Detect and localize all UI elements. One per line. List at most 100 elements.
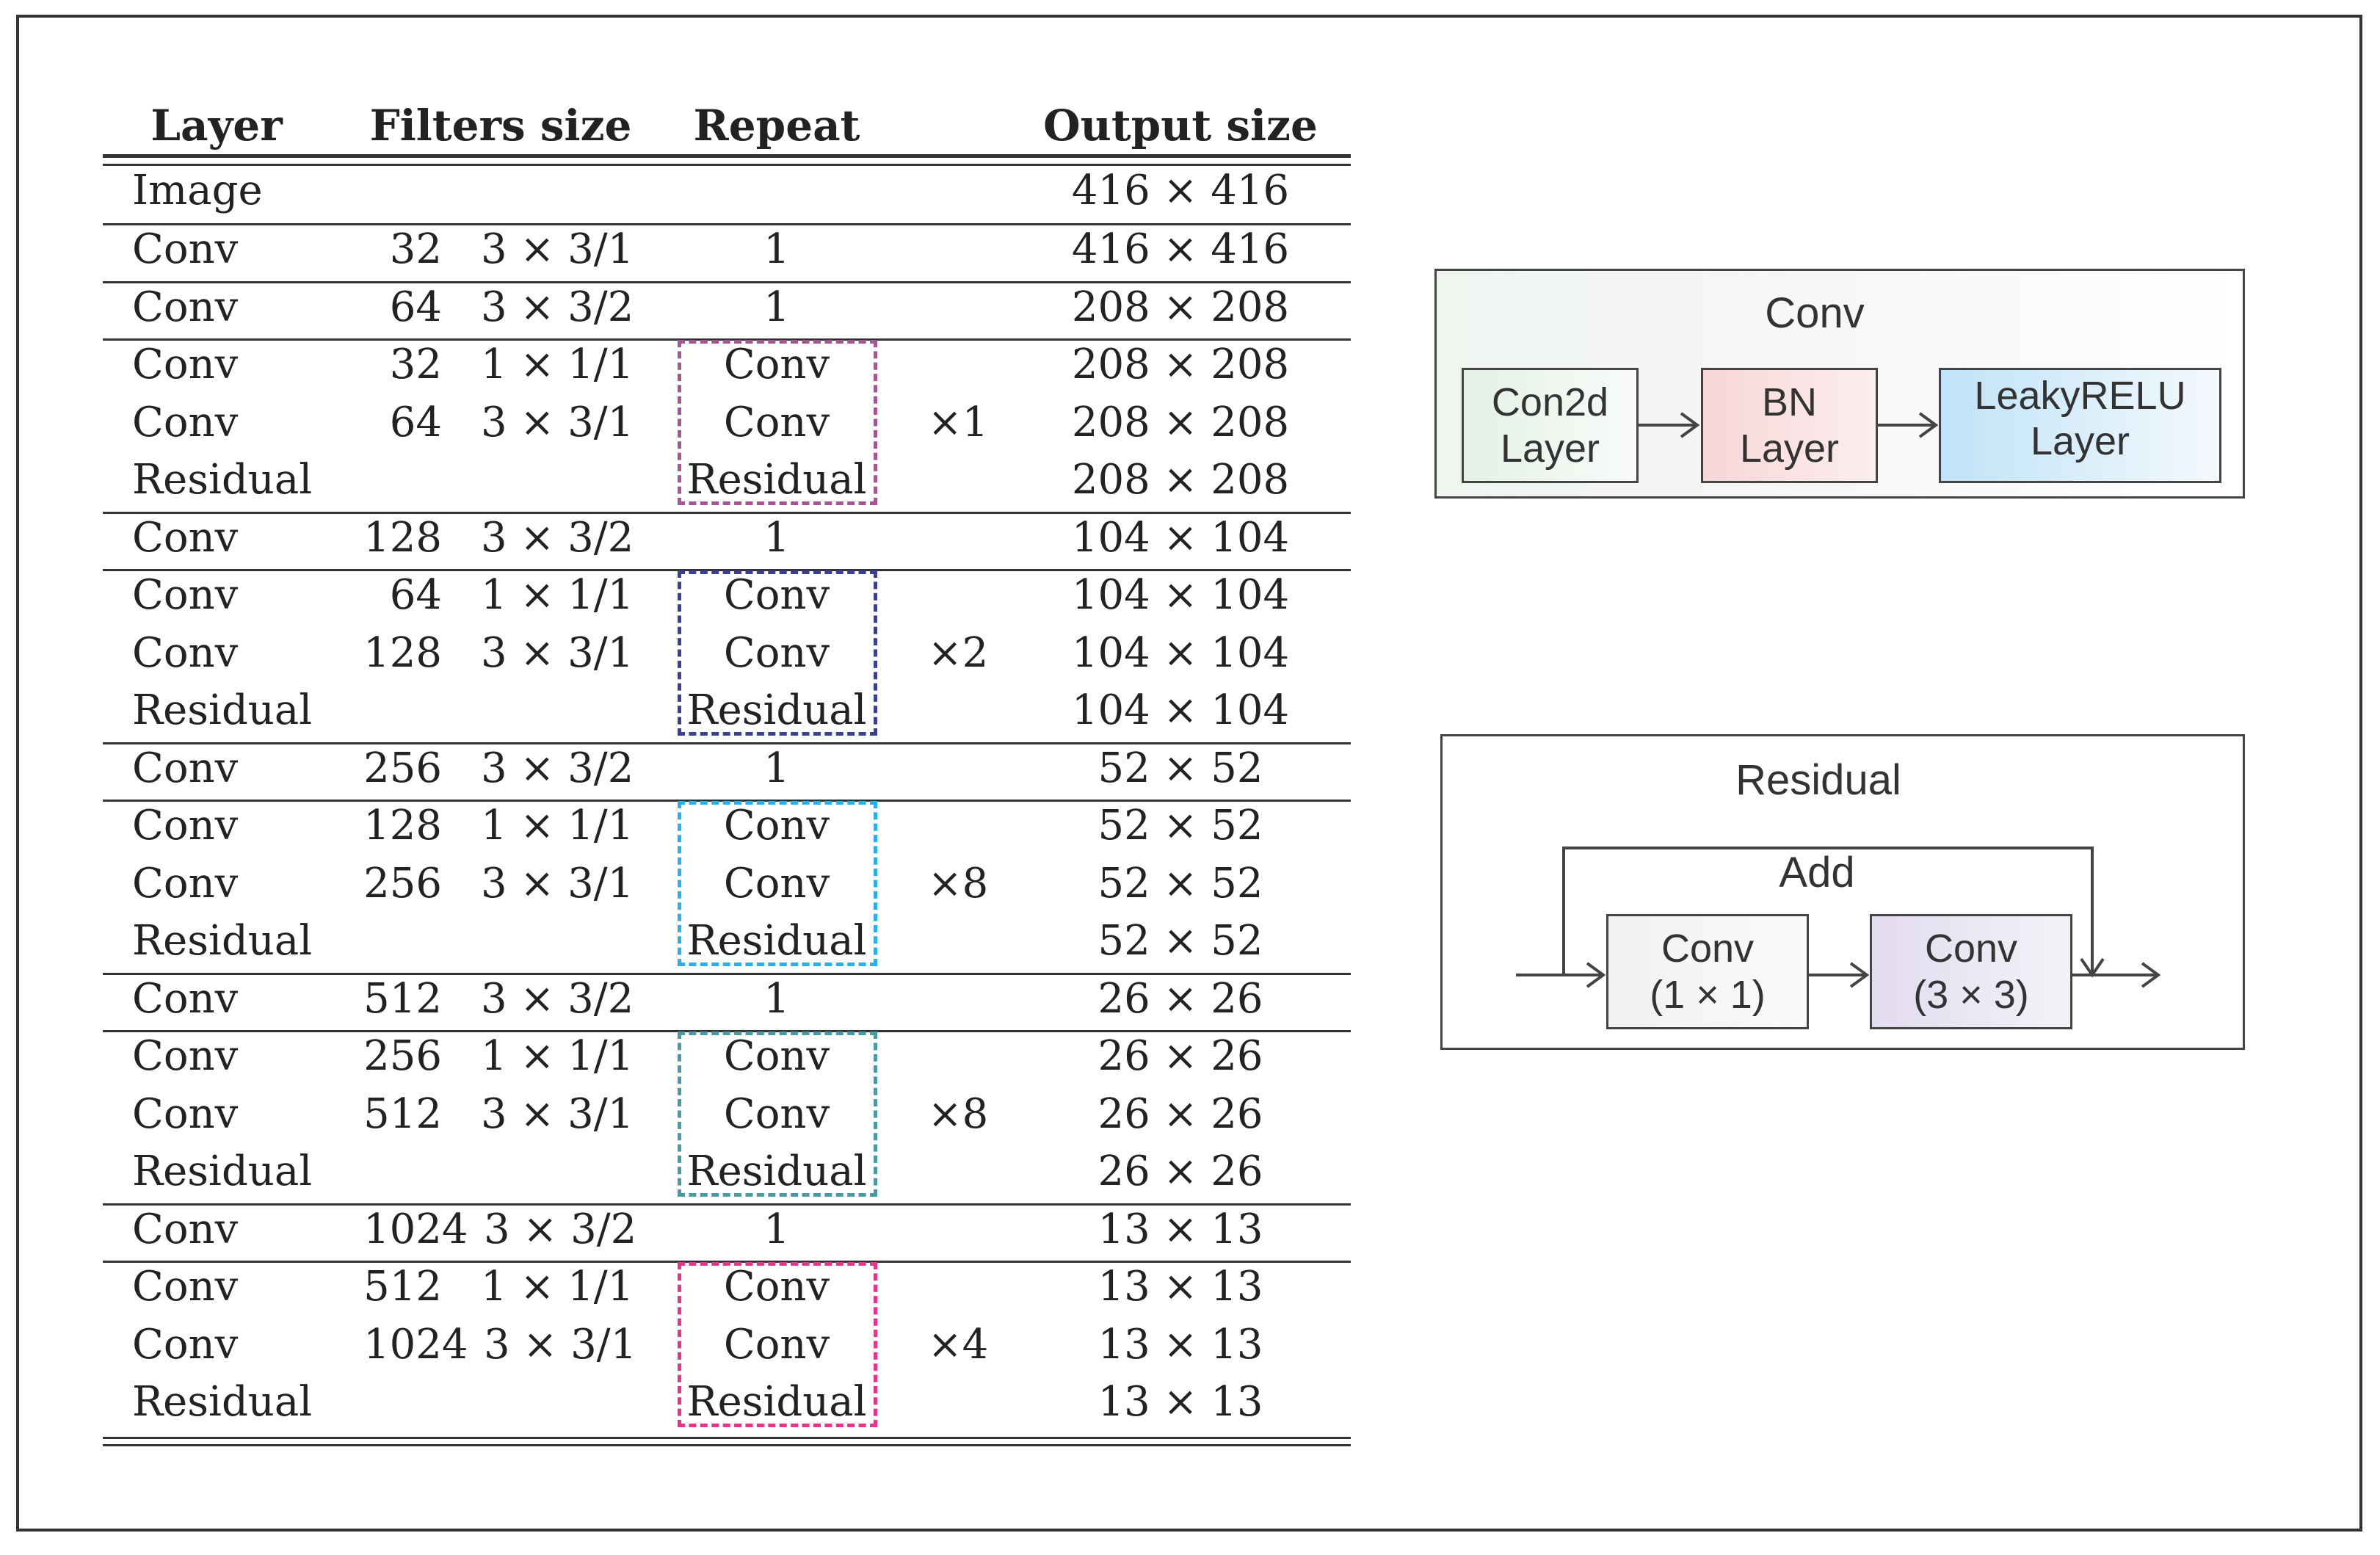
table-cell-output: 52 × 52 bbox=[1098, 802, 1263, 849]
table-cell-layer: Conv bbox=[132, 802, 239, 849]
header-filters-size: Filters size bbox=[369, 101, 632, 151]
table-cell-size: 3 × 3/1 bbox=[481, 1090, 634, 1138]
table-cell-size: 1 × 1/1 bbox=[481, 1263, 634, 1311]
table-cell-repeat: Conv bbox=[723, 1320, 830, 1369]
table-cell-layer: Conv bbox=[132, 1090, 239, 1138]
table-rule bbox=[103, 511, 1351, 514]
table-cell-layer: Residual bbox=[132, 686, 313, 734]
table-cell-repeat: Residual bbox=[686, 456, 867, 504]
residual-diagram: Residual Add Conv (1 × 1) Conv (3 × 3) bbox=[1440, 734, 2245, 1050]
residual-repeat-box bbox=[678, 340, 877, 505]
conv-diagram-title: Conv bbox=[1765, 289, 1865, 337]
table-cell-layer: Conv bbox=[132, 341, 239, 388]
table-cell-size: 3 × 3/1 bbox=[481, 628, 634, 677]
table-cell-size: 1 × 1/1 bbox=[481, 802, 634, 849]
table-cell-output: 104 × 104 bbox=[1071, 571, 1290, 619]
table-rule bbox=[103, 1203, 1351, 1206]
conv-1x1-line1: Conv bbox=[1661, 927, 1755, 971]
table-cell-output: 52 × 52 bbox=[1098, 859, 1263, 907]
table-cell-size: 3 × 3/2 bbox=[481, 283, 634, 331]
table-cell-repeat: 1 bbox=[763, 974, 790, 1023]
conv-3x3-line2: (3 × 3) bbox=[1913, 972, 2029, 1017]
repeat-multiplier: ×1 bbox=[927, 398, 989, 446]
table-cell-output: 26 × 26 bbox=[1098, 1148, 1263, 1195]
table-cell-layer: Conv bbox=[132, 744, 239, 792]
table-cell-output: 26 × 26 bbox=[1098, 1032, 1263, 1080]
table-cell-layer: Conv bbox=[132, 1263, 239, 1311]
table-cell-layer: Conv bbox=[132, 283, 239, 331]
table-cell-repeat: Residual bbox=[686, 686, 867, 734]
con2d-layer-line1: Con2d bbox=[1491, 380, 1609, 425]
table-cell-output: 26 × 26 bbox=[1098, 1090, 1263, 1138]
table-rule bbox=[103, 742, 1351, 744]
table-cell-layer: Conv bbox=[132, 398, 239, 446]
table-cell-repeat: 1 bbox=[763, 1205, 790, 1253]
table-cell-layer: Conv bbox=[132, 1205, 239, 1253]
table-rule bbox=[103, 1030, 1351, 1032]
table-cell-layer: Residual bbox=[132, 1378, 313, 1426]
table-cell-filters: 64 bbox=[389, 398, 442, 446]
table-cell-repeat: Conv bbox=[723, 571, 830, 619]
header-layer: Layer bbox=[150, 101, 283, 151]
residual-repeat-box bbox=[678, 1032, 877, 1197]
table-cell-filters: 256 bbox=[363, 744, 442, 792]
table-cell-output: 208 × 208 bbox=[1071, 398, 1290, 446]
table-cell-repeat: Conv bbox=[723, 1090, 830, 1138]
table-cell-output: 52 × 52 bbox=[1098, 744, 1263, 792]
table-cell-filters: 256 bbox=[363, 1032, 442, 1080]
table-cell-repeat: Conv bbox=[723, 802, 830, 849]
table-cell-output: 208 × 208 bbox=[1071, 456, 1290, 504]
table-cell-repeat: 1 bbox=[763, 225, 790, 273]
table-cell-filters: 1024 bbox=[363, 1320, 468, 1369]
table-cell-layer: Conv bbox=[132, 1032, 239, 1080]
table-cell-output: 208 × 208 bbox=[1071, 283, 1290, 331]
table-cell-repeat: Residual bbox=[686, 1148, 867, 1195]
table-rule bbox=[103, 800, 1351, 802]
table-cell-layer: Conv bbox=[132, 1320, 239, 1369]
table-cell-layer: Residual bbox=[132, 1148, 313, 1195]
conv-3x3-block: Conv (3 × 3) bbox=[1870, 914, 2072, 1029]
table-cell-filters: 128 bbox=[363, 802, 442, 849]
table-cell-layer: Conv bbox=[132, 628, 239, 677]
table-cell-layer: Conv bbox=[132, 859, 239, 907]
table-cell-size: 3 × 3/2 bbox=[481, 513, 634, 562]
table-rule bbox=[103, 154, 1351, 158]
table-cell-output: 104 × 104 bbox=[1071, 513, 1290, 562]
table-cell-size: 3 × 3/1 bbox=[481, 398, 634, 446]
table-cell-repeat: 1 bbox=[763, 744, 790, 792]
table-cell-repeat: 1 bbox=[763, 283, 790, 331]
table-cell-filters: 512 bbox=[363, 1090, 442, 1138]
header-repeat: Repeat bbox=[693, 101, 860, 151]
header-output-size: Output size bbox=[1043, 101, 1318, 151]
table-cell-layer: Residual bbox=[132, 917, 313, 965]
input-arrowhead bbox=[1586, 962, 1606, 988]
table-cell-output: 13 × 13 bbox=[1098, 1378, 1263, 1426]
table-rule bbox=[103, 1443, 1351, 1446]
table-rule bbox=[103, 972, 1351, 975]
residual-repeat-box bbox=[678, 570, 877, 736]
table-cell-repeat: Conv bbox=[723, 859, 830, 907]
table-cell-filters: 32 bbox=[389, 341, 442, 388]
bn-layer-line1: BN bbox=[1761, 380, 1817, 425]
conv-diagram: Conv Con2d Layer BN Layer LeakyRELU Laye… bbox=[1434, 269, 2245, 499]
table-cell-output: 416 × 416 bbox=[1071, 225, 1290, 273]
arrowhead-bn-to-leakyrelu bbox=[1918, 412, 1939, 438]
table-cell-repeat: Residual bbox=[686, 1378, 867, 1426]
table-rule bbox=[103, 223, 1351, 225]
add-label: Add bbox=[1779, 849, 1855, 896]
con2d-layer-line2: Layer bbox=[1500, 426, 1600, 471]
con2d-layer-block: Con2d Layer bbox=[1462, 368, 1639, 483]
table-cell-filters: 128 bbox=[363, 513, 442, 562]
conv-arrows bbox=[1639, 412, 1939, 438]
table-rule bbox=[103, 164, 1351, 166]
leakyrelu-layer-block: LeakyRELU Layer bbox=[1939, 368, 2221, 483]
repeat-multiplier: ×8 bbox=[927, 1090, 989, 1138]
conv-1x1-line2: (1 × 1) bbox=[1650, 972, 1766, 1017]
table-cell-size: 3 × 3/1 bbox=[481, 225, 634, 273]
table-cell-filters: 128 bbox=[363, 628, 442, 677]
repeat-multiplier: ×4 bbox=[927, 1320, 989, 1369]
table-cell-repeat: Conv bbox=[723, 1263, 830, 1311]
table-cell-repeat: Conv bbox=[723, 628, 830, 677]
output-arrowhead bbox=[2141, 962, 2161, 988]
table-cell-size: 1 × 1/1 bbox=[481, 571, 634, 619]
